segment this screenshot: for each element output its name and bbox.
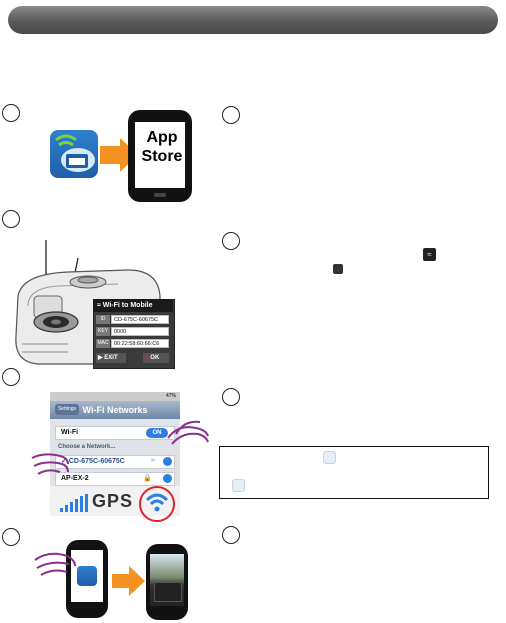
play-icon: ▶ [98, 355, 103, 361]
hand-tap-icon [167, 420, 209, 445]
wifi-row: Wi-Fi [55, 426, 175, 440]
info-chevron-icon[interactable] [163, 457, 172, 466]
choose-network-label: Choose a Network... [58, 444, 116, 450]
exit-button[interactable]: ▶ EXIT [96, 353, 126, 363]
info-chevron-icon-2[interactable] [163, 474, 172, 483]
battery-percent: 47% [165, 393, 176, 399]
gps-label: GPS [92, 491, 134, 511]
exit-label: EXIT [104, 355, 118, 361]
hand-tap-icon-3 [34, 552, 76, 576]
wifi-icon: ≈ [97, 302, 101, 309]
wifi-icon-small-2 [232, 479, 245, 492]
camera-app-icon [50, 130, 98, 178]
hand-tap-icon-2 [31, 453, 69, 475]
step-circle-6 [222, 232, 240, 250]
network-row-selected[interactable]: ✓ CD-675C-60675C [55, 455, 175, 469]
ok-label: OK [150, 355, 160, 361]
wifi-icon-large [145, 493, 169, 512]
field-value-mac: 00:22:58:60:66:C6 [111, 339, 169, 348]
step-circle-1 [2, 104, 20, 122]
network-row[interactable]: AP-EX-2 [55, 472, 175, 486]
network-name-1: CD-675C-60675C [68, 458, 125, 465]
step-circle-3 [2, 368, 20, 386]
wifi-signal-icon: ≈ [151, 457, 155, 464]
ios-title: Wi-Fi Networks [82, 405, 148, 415]
field-value-id: CD-675C-60675C [111, 315, 169, 324]
camera-panel-title-text: Wi-Fi to Mobile [102, 302, 153, 309]
ok-button[interactable]: ● OK [143, 353, 169, 363]
signal-bars-icon [60, 494, 88, 512]
wifi-icon-small [323, 451, 336, 464]
field-label-mac: MAC [96, 339, 110, 348]
wifi-toggle[interactable]: ON [146, 428, 168, 438]
app-store-label: App Store [141, 128, 183, 166]
step-circle-5 [222, 106, 240, 124]
camera-app-icon-small[interactable] [77, 566, 97, 586]
record-icon: ● [145, 355, 149, 361]
header-bar [8, 6, 498, 34]
step-circle-4 [2, 528, 20, 546]
field-label-id: ID [96, 315, 110, 324]
phone-live-view [146, 544, 188, 620]
settings-back-button[interactable]: Settings [55, 404, 79, 415]
wifi-button-icon: ≈ [423, 248, 436, 261]
ios-nav-bar [50, 401, 180, 419]
field-label-key: KEY [96, 327, 110, 336]
phone-app-store [128, 110, 192, 202]
field-value-key: 0000 [111, 327, 169, 336]
check-icon: ✓ [61, 458, 67, 465]
step-circle-7 [222, 388, 240, 406]
step-circle-2 [2, 210, 20, 228]
network-name-2: AP-EX-2 [61, 475, 89, 482]
app-mini-icon [333, 264, 343, 274]
wifi-highlight-circle [139, 486, 175, 522]
note-box [219, 446, 489, 499]
phone-with-app [66, 540, 108, 618]
app-store-line2: Store [141, 148, 183, 165]
wifi-row-label: Wi-Fi [61, 429, 79, 436]
lock-icon: 🔒 [143, 475, 152, 482]
camera-panel-title: ≈ Wi-Fi to Mobile [93, 299, 173, 312]
step-circle-8 [222, 526, 240, 544]
app-store-line1: App [146, 129, 178, 146]
ios-status-bar: 47% [50, 392, 180, 401]
arrow-right-icon-2 [112, 566, 145, 596]
